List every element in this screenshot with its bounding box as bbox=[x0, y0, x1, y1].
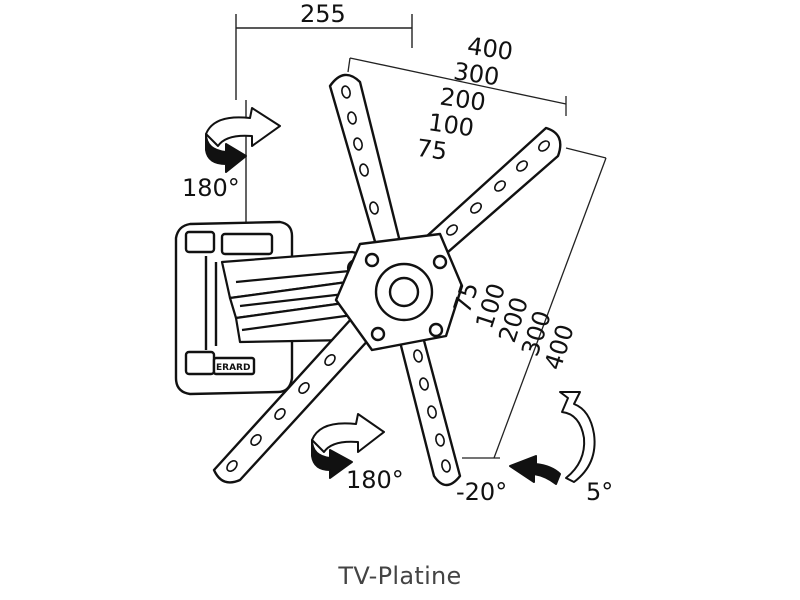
vesa-vertical-labels: 75 100 200 300 400 bbox=[448, 279, 580, 374]
rotation-bottom-label: 180° bbox=[346, 466, 404, 494]
brand-label: ERARD bbox=[216, 363, 250, 373]
tilt-down-label: -20° bbox=[456, 478, 507, 506]
wall-plate-slot-bottom bbox=[184, 350, 216, 376]
rotation-top-label: 180° bbox=[182, 174, 240, 202]
vesa-horizontal-guide bbox=[347, 57, 567, 116]
tilt-arrow-icon bbox=[509, 391, 596, 485]
vesa-horizontal-labels: 400 300 200 100 75 bbox=[415, 32, 515, 166]
caption: TV-Platine bbox=[338, 562, 462, 590]
vesa-h-300: 300 bbox=[452, 57, 501, 91]
vesa-slots bbox=[226, 85, 551, 473]
width-dimension-label: 255 bbox=[300, 0, 346, 28]
vesa-h-400: 400 bbox=[465, 32, 514, 66]
rotation-arrow-bottom-icon bbox=[311, 413, 385, 479]
tilt-up-label: 5° bbox=[586, 478, 613, 506]
wall-plate-slot-top bbox=[184, 230, 216, 254]
vesa-h-75: 75 bbox=[415, 134, 449, 166]
rotation-arrow-top-icon bbox=[205, 107, 281, 173]
vesa-h-200: 200 bbox=[438, 83, 487, 117]
vesa-vertical-guide bbox=[462, 147, 607, 459]
vesa-arm-top bbox=[328, 73, 402, 254]
vesa-h-100: 100 bbox=[426, 108, 475, 142]
